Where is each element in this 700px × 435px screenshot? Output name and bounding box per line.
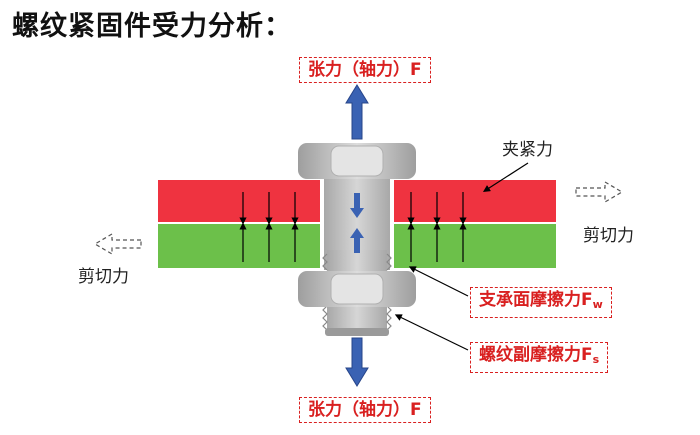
clamp-force-label: 夹紧力 [502, 140, 553, 160]
plate-bottom-left [158, 224, 320, 268]
tension-label-bottom: 张力（轴力）F [299, 397, 431, 423]
plate-top-right [394, 180, 556, 222]
shear-force-label-left: 剪切力 [78, 267, 129, 287]
tension-arrow-down [345, 337, 369, 387]
plate-bottom-right [394, 224, 556, 268]
shear-force-label-right: 剪切力 [583, 226, 634, 246]
bearing-friction-subscript: w [592, 298, 603, 311]
nut [298, 271, 416, 307]
bearing-friction-label: 支承面摩擦力Fw [470, 287, 612, 318]
bolt-head [298, 143, 416, 179]
bearing-friction-text: 支承面摩擦力F [479, 290, 593, 310]
shank-arrow-up [350, 228, 364, 253]
thread-friction-text: 螺纹副摩擦力F [479, 345, 593, 365]
clamp-arrows-right [407, 192, 467, 262]
shank-arrow-down [350, 193, 364, 218]
clamp-leader [482, 162, 529, 192]
bearing-leader [408, 266, 469, 297]
shear-arrow-left-icon [93, 232, 142, 256]
thread-friction-label: 螺纹副摩擦力Fs [470, 342, 609, 373]
clamp-arrows-left [239, 192, 299, 262]
tension-arrow-up [345, 84, 369, 140]
plate-top-left [158, 180, 320, 222]
tension-label-top: 张力（轴力）F [299, 57, 431, 83]
thread-friction-subscript: s [592, 353, 600, 366]
shear-arrow-right-icon [575, 180, 624, 204]
page-title: 螺纹紧固件受力分析： [12, 11, 292, 42]
thread-leader [394, 314, 469, 351]
